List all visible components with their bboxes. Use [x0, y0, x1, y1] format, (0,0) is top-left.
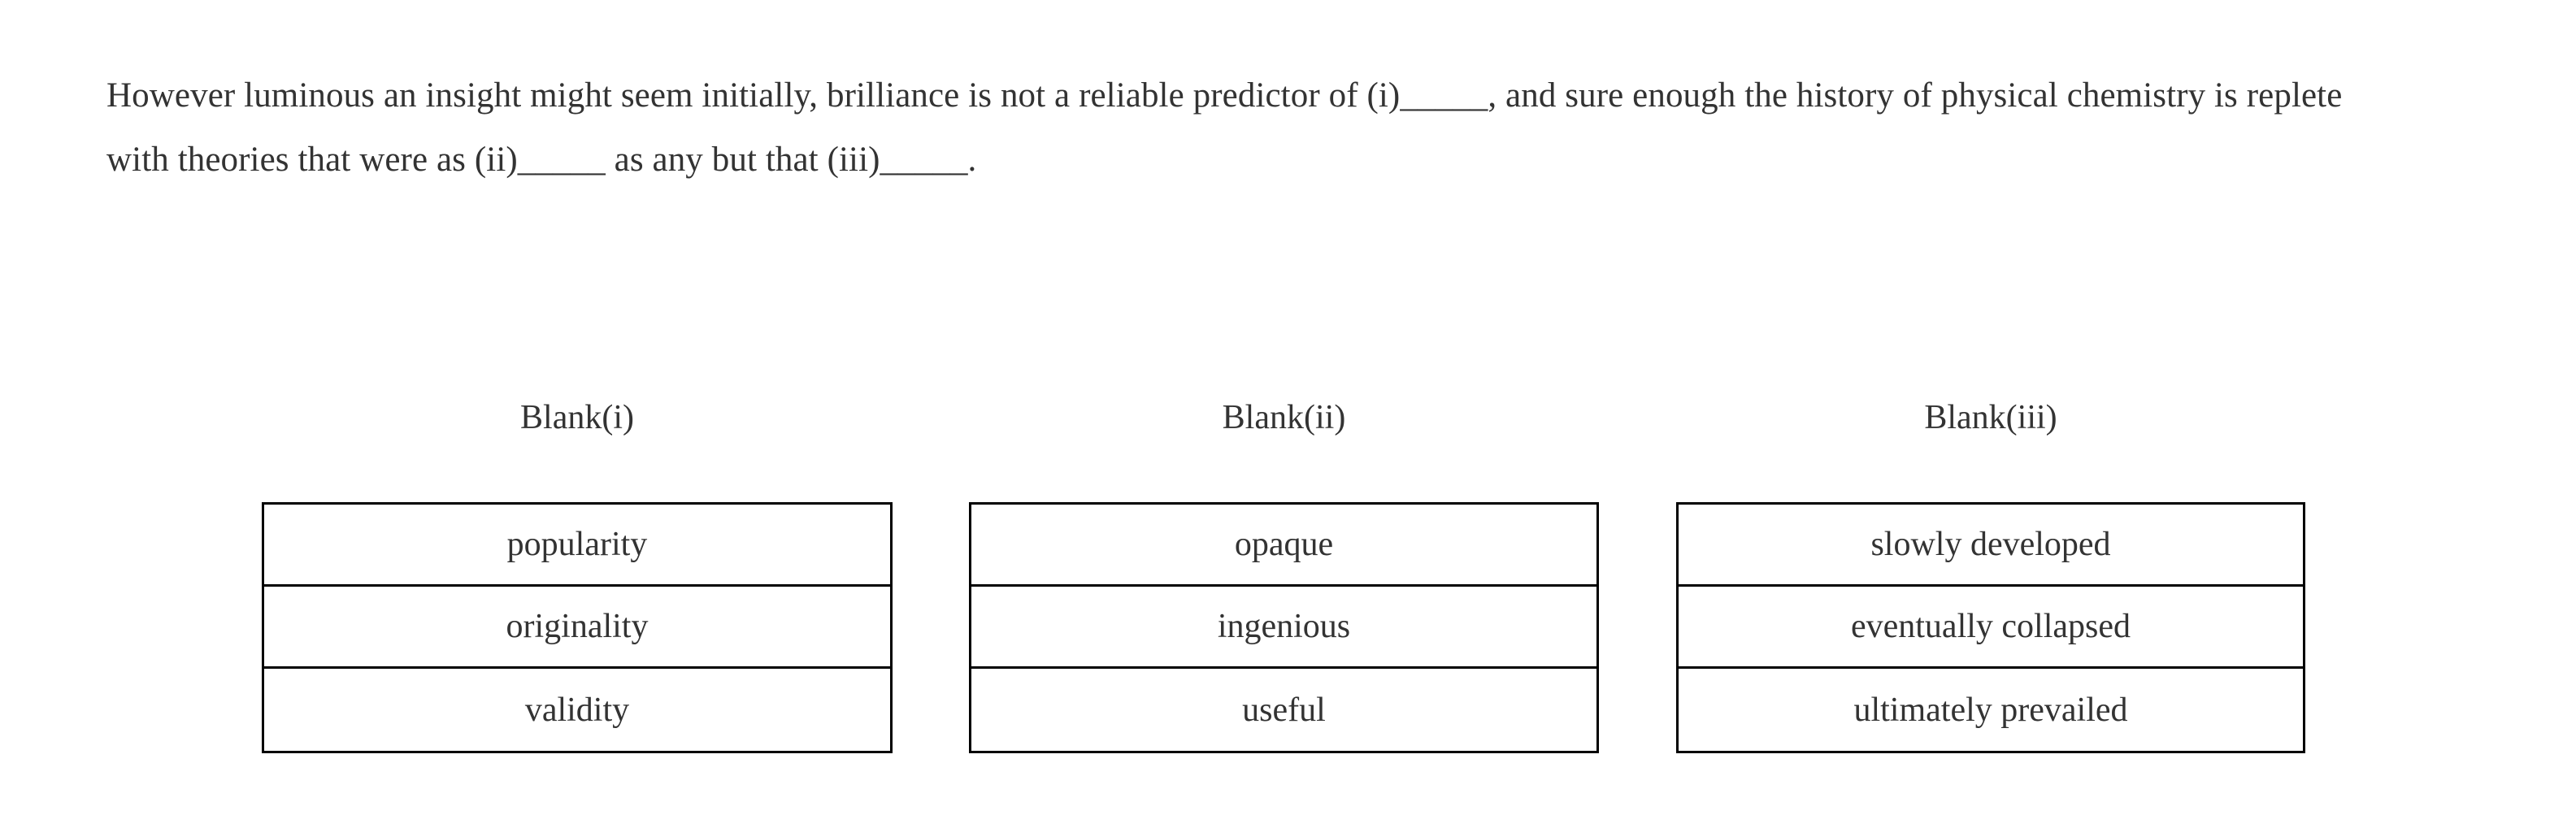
option-row[interactable]: originality	[264, 587, 890, 669]
option-table-blank-i: popularity originality validity	[262, 502, 893, 753]
column-header-blank-ii: Blank(ii)	[1222, 399, 1346, 436]
option-table-blank-iii: slowly developed eventually collapsed ul…	[1676, 502, 2305, 753]
option-row[interactable]: eventually collapsed	[1679, 587, 2303, 669]
option-row[interactable]: opaque	[971, 505, 1596, 587]
option-row[interactable]: slowly developed	[1679, 505, 2303, 587]
column-header-blank-i: Blank(i)	[520, 399, 634, 436]
option-table-blank-ii: opaque ingenious useful	[969, 502, 1599, 753]
option-row[interactable]: validity	[264, 669, 890, 751]
option-row[interactable]: popularity	[264, 505, 890, 587]
option-row[interactable]: useful	[971, 669, 1596, 751]
column-header-blank-iii: Blank(iii)	[1924, 399, 2057, 436]
option-row[interactable]: ingenious	[971, 587, 1596, 669]
option-row[interactable]: ultimately prevailed	[1679, 669, 2303, 751]
question-passage: However luminous an insight might seem i…	[106, 76, 2352, 179]
